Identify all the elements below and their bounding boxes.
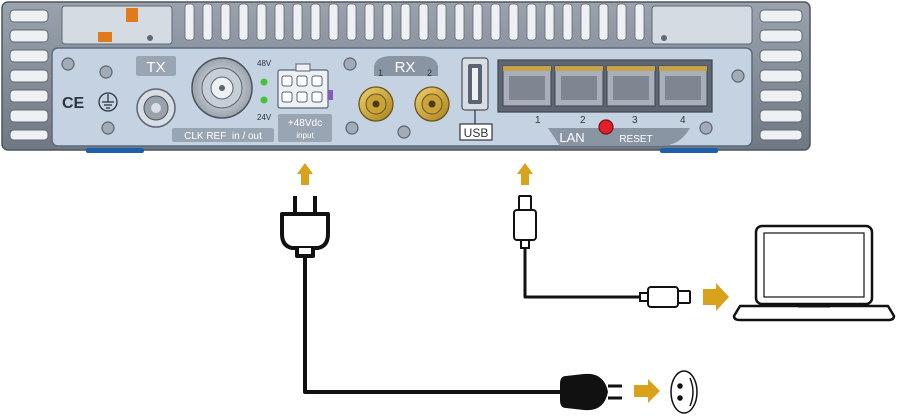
power-input-connector[interactable] bbox=[277, 63, 333, 109]
tx-label: TX bbox=[146, 59, 165, 76]
arrow-to-laptop bbox=[703, 283, 729, 311]
arrow-to-power-input bbox=[297, 163, 313, 185]
panel-screws bbox=[61, 57, 745, 139]
tx-connector[interactable] bbox=[136, 88, 176, 128]
right-heatsink-fins bbox=[759, 9, 803, 141]
usb-cable bbox=[523, 248, 640, 299]
usb-plug-icon bbox=[513, 195, 537, 249]
power-label-box bbox=[278, 114, 332, 142]
clk-ref-connector[interactable] bbox=[191, 57, 253, 119]
lan-port[interactable] bbox=[606, 65, 656, 107]
lan-port[interactable] bbox=[554, 65, 604, 107]
top-heatsink-fins bbox=[184, 3, 645, 41]
rx-1-connector[interactable] bbox=[358, 86, 394, 122]
rx-label-box bbox=[374, 56, 438, 76]
device-foot bbox=[86, 148, 144, 153]
led-24v bbox=[260, 96, 268, 104]
reset-button[interactable] bbox=[598, 119, 614, 135]
bracket-screw-hole bbox=[147, 35, 153, 41]
tx-label-box bbox=[136, 56, 176, 76]
ce-mark-icon: CE bbox=[62, 95, 85, 112]
usb-laptop-plug-icon bbox=[639, 286, 691, 308]
power-sub-label: input bbox=[296, 131, 314, 140]
lan-label: LAN bbox=[559, 130, 584, 145]
device-foot bbox=[660, 148, 718, 153]
power-label: +48Vdc bbox=[288, 118, 322, 129]
rx-port-1-label: 1 bbox=[378, 68, 383, 78]
led-48v bbox=[260, 78, 268, 86]
orange-mark-right bbox=[126, 8, 138, 22]
clk-ref-label: CLK REF in / out bbox=[184, 131, 262, 142]
laptop-icon bbox=[732, 224, 896, 322]
arrow-to-wall-socket bbox=[634, 379, 660, 403]
left-heatsink-fins bbox=[9, 9, 49, 141]
rx-2-connector[interactable] bbox=[414, 86, 450, 122]
led-48v-label: 48V bbox=[257, 59, 272, 68]
arrow-to-usb-port bbox=[517, 163, 533, 185]
rx-label: RX bbox=[395, 59, 416, 76]
clk-label-box bbox=[172, 128, 274, 142]
orange-mark-left bbox=[98, 32, 112, 42]
lan-port[interactable] bbox=[502, 65, 552, 107]
led-24v-label: 24V bbox=[257, 113, 272, 122]
power-plug-icon bbox=[280, 196, 330, 258]
lan-port-block bbox=[497, 59, 713, 113]
usb-label-box bbox=[459, 123, 493, 141]
lan-label-box bbox=[548, 128, 690, 146]
wall-socket-icon bbox=[670, 370, 698, 414]
top-right-bracket bbox=[651, 5, 753, 45]
power-cable bbox=[303, 256, 560, 394]
lan-port[interactable] bbox=[658, 65, 708, 107]
top-left-bracket bbox=[61, 5, 173, 45]
lan-port-number: 1 bbox=[535, 115, 541, 126]
rx-port-2-label: 2 bbox=[427, 68, 432, 78]
lan-port-number: 2 bbox=[580, 115, 586, 126]
lan-port-number: 4 bbox=[680, 115, 686, 126]
usb-label: USB bbox=[464, 126, 489, 140]
bracket-screw-hole-right bbox=[661, 35, 667, 41]
ground-icon bbox=[98, 92, 118, 112]
lan-port-number: 3 bbox=[632, 115, 638, 126]
reset-label: RESET bbox=[619, 134, 652, 145]
usb-port[interactable] bbox=[461, 57, 489, 111]
device-rear-panel: CE TX CLK REF in / out 48V 24V bbox=[1, 1, 811, 153]
mains-plug-icon bbox=[560, 373, 622, 411]
